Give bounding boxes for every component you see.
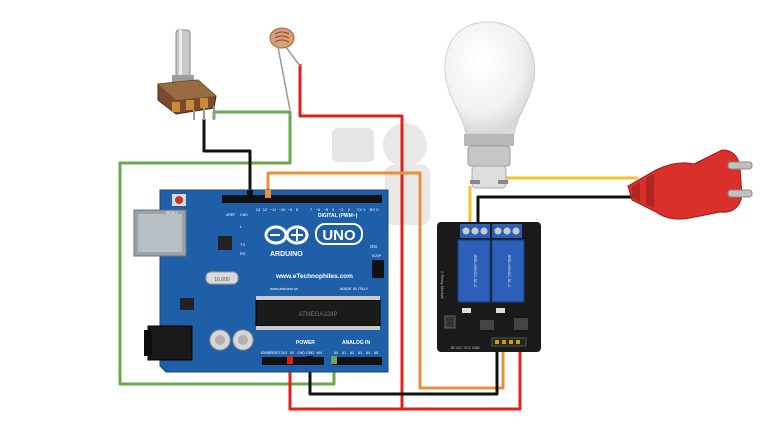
power-plug-icon [627, 149, 753, 220]
power-label: POWER [296, 340, 315, 346]
relay-2-text: SRD-05VDC-SL-C [507, 254, 512, 287]
power-pin-label: IOREF [261, 351, 272, 355]
rx-label: RX [240, 251, 246, 256]
analog-pin-label: A5 [374, 351, 378, 355]
wire-red-ldr [288, 64, 404, 411]
on-label: ON [370, 244, 377, 249]
atmega-chip [255, 299, 381, 327]
relay-jd-label: JD-VCC VCC GND [450, 346, 480, 350]
wire-orange [266, 171, 505, 390]
reset-label: RESET [166, 211, 179, 215]
power-pin-label: 3V3 [281, 351, 287, 355]
analog-header [332, 357, 382, 365]
power-pin-label: RESET [269, 351, 282, 355]
digital-pin-label: ~3 [339, 207, 344, 212]
digital-header [222, 195, 382, 203]
crystal [205, 271, 239, 285]
digital-pin-label: 12 [263, 207, 268, 212]
digital-pin-label: RX 0 [370, 207, 380, 212]
icsp-header [372, 260, 384, 278]
relay-pins [495, 340, 520, 344]
relay-module-icon: SRD-05VDC-SL-C SRD-05VDC-SL-C 2 Relay Mo… [437, 222, 541, 352]
relay-2 [491, 239, 525, 303]
digital-pin-label: TX 1 [357, 207, 366, 212]
power-pin-label: VIN [316, 351, 322, 355]
wire-red-relay [402, 352, 522, 411]
wire-green [118, 110, 336, 386]
arduino-board-icon: ATMEGA328P 16.000 ICSP UNO ARDUINO www.e… [133, 189, 389, 373]
wire-black-pot [202, 119, 252, 196]
digital-pin-label: ~10 [279, 207, 287, 212]
analog-pin-label: A1 [342, 351, 346, 355]
website-label: www.eTechnophiles.com [275, 273, 353, 280]
relay-module-label: 2 Relay Module [440, 271, 445, 300]
uno-badge [315, 223, 363, 245]
screw-terminals [460, 224, 522, 238]
wire-ends [247, 190, 337, 364]
analog-pin-label: A4 [366, 351, 370, 355]
digital-pin-label: ~6 [316, 207, 321, 212]
power-pin-label: 5V [290, 351, 295, 355]
analog-pin-labels: A0 A1 A2 A3 A4 A5 [334, 351, 378, 355]
digital-pin-label: 7 [310, 207, 313, 212]
potentiometer-icon [157, 29, 217, 120]
digital-pin-label: 2 [348, 207, 351, 212]
dc-jack [147, 325, 193, 361]
digital-label: DIGITAL (PWM~) [318, 213, 358, 219]
site-small-label: www.arduino.cc [270, 286, 298, 291]
power-pin-label: GND [306, 351, 314, 355]
digital-pin-label: 8 [296, 207, 299, 212]
wires [118, 64, 638, 411]
crystal-label: 16.000 [214, 277, 230, 283]
digital-pin-label: ~11 [270, 207, 277, 212]
icsp-label: ICSP [372, 253, 382, 258]
power-pin-label: GND [297, 351, 305, 355]
aref-label: AREF [226, 213, 235, 217]
power-pin-labels: IOREF RESET 3V3 5V GND GND VIN [261, 351, 323, 355]
analog-pin-label: A3 [358, 351, 362, 355]
analog-label: ANALOG IN [342, 340, 370, 346]
wire-black-relay [308, 352, 499, 396]
digital-pin-label: ~9 [288, 207, 293, 212]
digital-pin-label: 13 [256, 207, 261, 212]
tx-label: TX [240, 242, 245, 247]
arduino-logo [264, 225, 309, 245]
analog-pin-label: A0 [334, 351, 338, 355]
relay-1-text: SRD-05VDC-SL-C [473, 254, 478, 287]
made-in-label: MADE IN ITALY [340, 286, 369, 291]
brand-label: ARDUINO [270, 251, 303, 258]
analog-pin-label: A2 [350, 351, 354, 355]
chip-label: ATMEGA328P [299, 312, 338, 318]
digital-pin-labels: 13 12 ~11 ~10 ~9 8 7 ~6 ~5 4 ~3 2 TX 1 R… [256, 207, 379, 212]
digital-pin-label: ~5 [324, 207, 329, 212]
uno-label: UNO [322, 227, 356, 244]
digital-pin-label: 4 [332, 207, 335, 212]
relay-1 [457, 239, 491, 303]
ldr-icon [269, 27, 301, 111]
wire-black-plug [476, 195, 633, 232]
light-bulb-icon [444, 21, 536, 189]
l-label: L [240, 224, 243, 229]
gnd-label: GND [240, 213, 248, 217]
